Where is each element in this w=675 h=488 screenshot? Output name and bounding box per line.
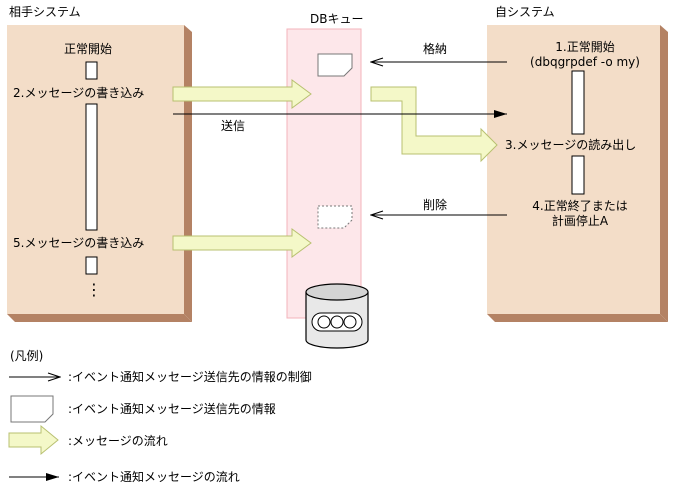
legend-info-text: :イベント通知メッセージ送信先の情報 xyxy=(68,402,276,416)
own-step4-label-2: 計画停止A xyxy=(551,214,609,228)
partner-bar-3 xyxy=(85,256,98,275)
partner-step5-label: 5.メッセージの書き込み xyxy=(13,236,145,250)
own-step3-label: 3.メッセージの読み出し xyxy=(505,138,637,152)
message-info-deleted-icon xyxy=(317,205,353,229)
partner-bar-1 xyxy=(85,61,98,80)
flow-arrow-read-3 xyxy=(370,86,498,163)
db-queue-region xyxy=(286,28,362,319)
own-bar-2 xyxy=(571,155,585,195)
own-system-title: 自システム xyxy=(495,5,555,19)
legend-info-icon xyxy=(10,395,54,423)
legend-flow-text: :メッセージの流れ xyxy=(68,434,168,448)
partner-normal-start: 正常開始 xyxy=(64,42,113,56)
send-label: 送信 xyxy=(221,119,246,133)
own-step1-command: (dbqgrpdef -o my) xyxy=(530,55,640,69)
own-bar-1 xyxy=(571,70,585,135)
delete-label: 削除 xyxy=(423,198,448,212)
continuation-dots: ⋮ xyxy=(86,280,102,299)
own-step4-label: 4.正常終了または xyxy=(532,199,628,213)
partner-step2-label: 2.メッセージの書き込み xyxy=(13,86,145,100)
flow-arrow-write-2 xyxy=(172,79,312,109)
db-queue-title: DBキュー xyxy=(310,12,364,26)
database-cylinder-icon xyxy=(305,283,369,349)
partner-system-box xyxy=(7,25,192,322)
partner-system-title: 相手システム xyxy=(9,5,81,19)
message-info-icon xyxy=(317,53,353,77)
legend-flow-arrow xyxy=(8,424,59,456)
legend-control-text: :イベント通知メッセージ送信先の情報の制御 xyxy=(68,370,312,384)
legend-heading: (凡例) xyxy=(10,349,44,363)
flow-arrow-write-5 xyxy=(172,228,312,258)
legend-event-text: :イベント通知メッセージの流れ xyxy=(68,470,240,484)
store-label: 格納 xyxy=(423,42,448,56)
partner-bar-2 xyxy=(85,103,98,231)
own-step1-label: 1.正常開始 xyxy=(555,40,615,54)
